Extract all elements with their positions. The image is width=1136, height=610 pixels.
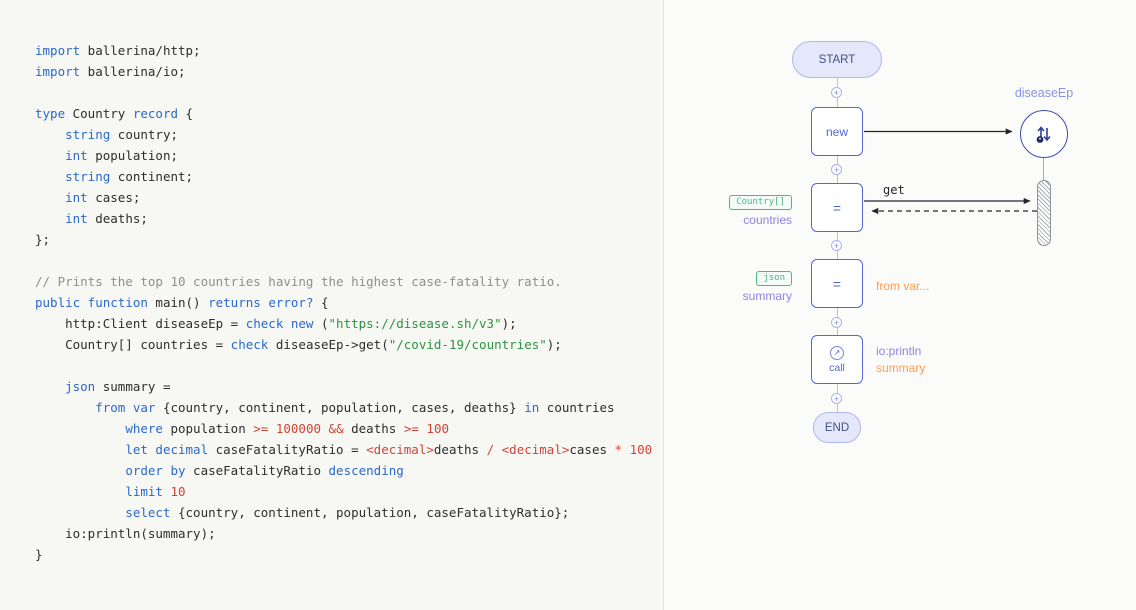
endpoint-activation-bar [1037,180,1051,246]
code-line: json summary = [65,379,171,394]
code-line: int population; [65,148,178,163]
assign-label: = [832,199,842,216]
call-node-label: call [829,361,845,374]
code-line: from var {country, continent, population… [95,400,615,415]
code-line: Country[] countries = check diseaseEp->g… [35,337,562,352]
code-line: public function main() returns error? { [35,295,329,310]
code-line: import ballerina/io; [35,64,186,79]
code-line: import ballerina/http; [35,43,201,58]
countries-label: countries [743,213,792,227]
from-var-label: from var... [876,279,930,293]
summary-variable-label: json summary [694,271,792,303]
code-line: order by caseFatalityRatio descending [125,463,404,478]
code-line: string continent; [65,169,194,184]
code-line: let decimal caseFatalityRatio = <decimal… [125,442,653,457]
code-line: int cases; [65,190,141,205]
code-panel: import ballerina/http; import ballerina/i… [35,40,653,565]
add-statement-button[interactable]: + [831,317,842,328]
code-line: select {country, continent, population, … [125,505,570,520]
summary-label: summary [742,289,792,303]
code-line: int deaths; [65,211,148,226]
code-line: } [35,547,43,562]
code-line: where population >= 100000 && deaths >= … [125,421,449,436]
code-editor[interactable]: import ballerina/http; import ballerina/i… [35,40,652,565]
assign-summary-node[interactable]: = [811,259,863,308]
diagram-panel: START + + + + + new = = ↗ call END Count… [664,0,1136,610]
client-icon [1036,126,1051,143]
code-line: http:Client diseaseEp = check new ("http… [35,316,517,331]
panel-divider [663,0,664,610]
io-println-label: io:println [876,344,922,358]
endpoint-lifeline [1043,158,1044,180]
add-statement-button[interactable]: + [831,87,842,98]
assign-label: = [832,275,842,292]
code-line: }; [35,232,51,247]
new-client-node[interactable]: new [811,107,863,156]
add-statement-button[interactable]: + [831,164,842,175]
code-line: type Country record { [35,106,194,121]
assign-countries-node[interactable]: = [811,183,863,232]
type-badge-country-array: Country[] [729,195,792,210]
call-node[interactable]: ↗ call [811,335,863,384]
code-line [35,250,652,271]
code-line [35,355,652,376]
add-statement-button[interactable]: + [831,393,842,404]
type-badge-json: json [756,271,792,286]
new-node-label: new [825,124,848,139]
endpoint-name-label: diseaseEp [1014,86,1074,100]
code-line: // Prints the top 10 countries having th… [35,274,562,289]
get-action-label: get [883,183,905,197]
call-detail-labels: io:println summary [876,344,925,375]
add-statement-button[interactable]: + [831,240,842,251]
query-expression-label: from var... [876,277,929,295]
code-line: limit 10 [125,484,186,499]
call-summary-label: summary [876,361,926,375]
code-line: io:println(summary); [35,526,216,541]
code-line [35,82,652,103]
countries-variable-label: Country[] countries [694,195,792,227]
http-client-endpoint[interactable] [1020,110,1068,158]
end-node[interactable]: END [813,412,861,443]
call-icon: ↗ [830,345,844,360]
start-node[interactable]: START [792,41,882,78]
code-line: string country; [65,127,178,142]
